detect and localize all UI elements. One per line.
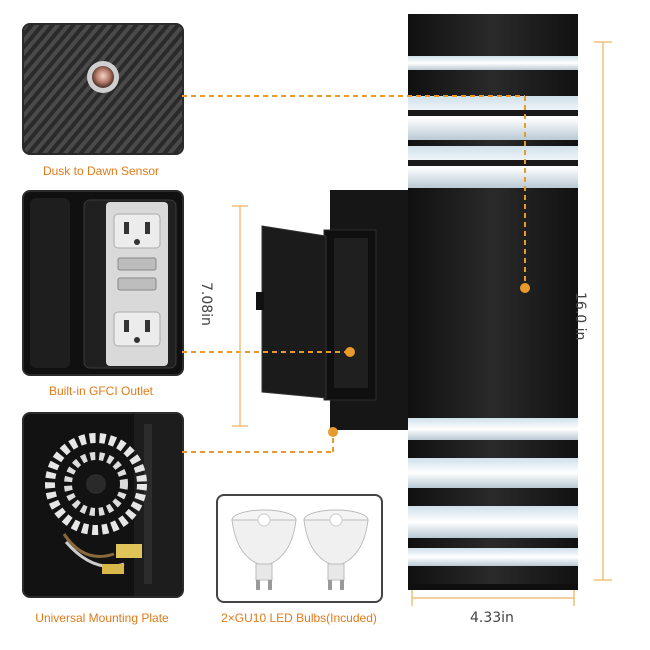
gu10-bulb-icon [303,509,369,590]
box-height-dimension-label: 7.08in [198,282,214,326]
photo-sensor-icon [92,66,114,88]
sensor-texture-image [24,25,182,153]
width-dimension-label: 4.33in [470,610,514,626]
gu10-bulb-icon [231,509,297,590]
caption-bulbs: 2×GU10 LED Bulbs(Incuded) [221,611,377,625]
caption-sensor: Dusk to Dawn Sensor [42,164,160,178]
callout-dot-sensor [520,283,530,293]
junction-box [256,190,410,430]
callout-dot-mounting [328,427,338,437]
leader-lines [182,95,526,453]
gfci-outlet-icon [30,198,177,369]
height-dimension-label: 16.0 in [572,292,588,341]
caption-mounting: Universal Mounting Plate [35,611,169,625]
gfci-detail-panel [22,190,184,376]
callout-dot-gfci [345,347,355,357]
mounting-detail-panel [22,412,184,598]
bulbs-panel [216,494,383,603]
fixture-body [408,14,578,590]
caption-gfci: Built-in GFCI Outlet [48,384,154,398]
mounting-plate-icon [45,414,182,596]
sensor-detail-panel [22,23,184,155]
